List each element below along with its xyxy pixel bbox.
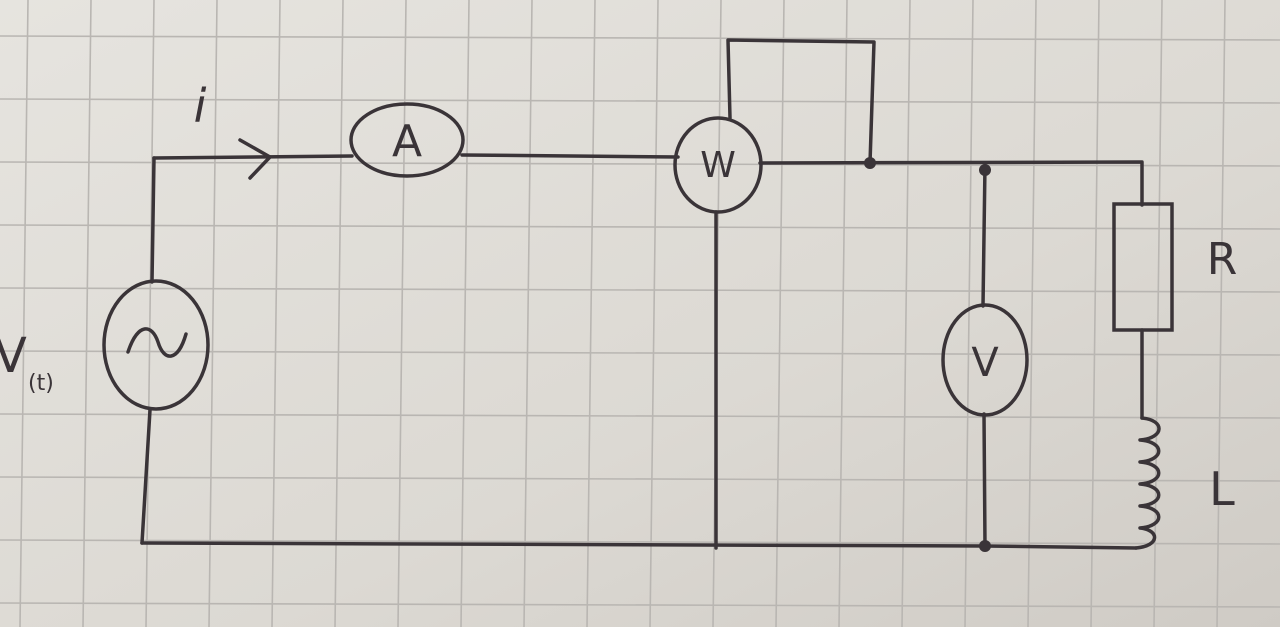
grid-line-horizontal (0, 602, 1280, 608)
grid-line-vertical (208, 0, 218, 627)
grid-line-vertical (964, 0, 974, 627)
ac-source (102, 279, 210, 411)
grid-line-horizontal (0, 98, 1280, 104)
current-arrow (238, 138, 272, 180)
circuit-wires (140, 38, 1144, 552)
resistor-label: R (1207, 234, 1238, 285)
grid-line-vertical (460, 0, 470, 627)
junction-dot (979, 540, 991, 552)
wattmeter-label: W (700, 145, 736, 186)
wire-source-top (150, 156, 156, 284)
grid-line-horizontal (0, 350, 1280, 356)
voltmeter: V (941, 303, 1029, 417)
grid-line-horizontal (0, 224, 1280, 230)
grid-line-vertical (523, 0, 533, 627)
grid-line-horizontal (0, 287, 1280, 293)
junction-dot (864, 157, 876, 169)
grid-line-vertical (901, 0, 911, 627)
junction-dot (979, 164, 991, 176)
source-label-subscript: (t) (28, 371, 54, 396)
grid-line-horizontal (0, 476, 1280, 482)
ac-source-circle (102, 279, 210, 411)
inductor-label: L (1209, 462, 1235, 516)
grid-line-vertical (1216, 0, 1226, 627)
grid-line-horizontal (0, 161, 1280, 167)
wattmeter: W (673, 116, 763, 214)
resistor: R (1112, 202, 1238, 332)
grid-line-horizontal (0, 539, 1280, 545)
grid-line-vertical (334, 0, 344, 627)
source-voltage-label: V (t) (0, 328, 54, 396)
wire-wattmeter-voltage-loop (726, 38, 876, 165)
source-label: V (0, 328, 27, 384)
grid-line-vertical (649, 0, 659, 627)
wattmeter-circle (673, 116, 763, 214)
grid-line-horizontal (0, 35, 1280, 41)
grid-line-vertical (775, 0, 785, 627)
wire-top-to-ammeter (152, 154, 354, 160)
voltmeter-label: V (971, 340, 999, 386)
grid-line-vertical (1090, 0, 1100, 627)
wire-voltmeter-bottom (982, 412, 987, 548)
ammeter-label: A (392, 116, 422, 167)
wire-source-bottom (140, 408, 152, 545)
grid-line-horizontal (0, 413, 1280, 419)
grid-line-vertical (145, 0, 155, 627)
inductor-coil (1134, 416, 1161, 550)
wire-ammeter-to-wattmeter (460, 153, 680, 159)
grid-line-vertical (1027, 0, 1037, 627)
grid-line-vertical (82, 0, 92, 627)
grid-line-vertical (19, 0, 29, 627)
sine-wave-icon (126, 327, 188, 358)
ammeter-circle (349, 102, 465, 178)
wire-voltmeter-top (981, 163, 987, 308)
wire-wattmeter-to-load (758, 160, 1144, 207)
grid-line-vertical (271, 0, 281, 627)
inductor: L (1134, 416, 1235, 550)
ammeter: A (349, 102, 465, 178)
grid-line-vertical (586, 0, 596, 627)
voltmeter-circle (941, 303, 1029, 417)
current-label: i (194, 79, 207, 133)
resistor-body (1112, 202, 1174, 332)
grid-line-vertical (838, 0, 848, 627)
